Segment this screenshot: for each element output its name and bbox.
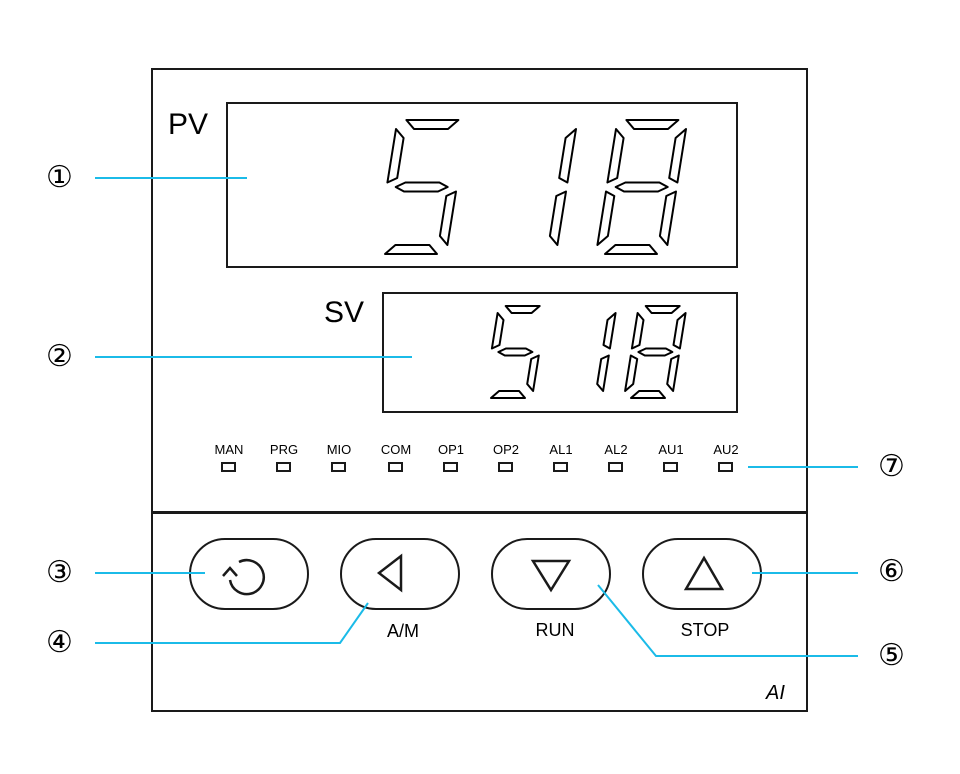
run-key-label: RUN (535, 620, 575, 640)
digit-2 (596, 312, 617, 392)
indicator-led-op2 (498, 462, 513, 472)
sv-digit-display (490, 305, 687, 399)
callout-2: ② (46, 339, 73, 374)
sv-label: SV (324, 296, 365, 329)
indicator-label-op2: OP2 (492, 442, 519, 457)
indicator-led-al2 (608, 462, 623, 472)
indicator-label-prg: PRG (269, 442, 299, 457)
panel-divider (151, 511, 808, 514)
digit-1 (384, 119, 460, 255)
digit-1 (490, 305, 541, 399)
controller-front-panel (151, 68, 808, 712)
indicator-label-au2: AU2 (713, 442, 739, 457)
digit-2 (548, 128, 577, 246)
indicator-led-mio (331, 462, 346, 472)
a-m-key-button[interactable] (340, 538, 460, 610)
indicator-led-au2 (718, 462, 733, 472)
callout-1: ① (46, 160, 73, 195)
indicator-led-al1 (553, 462, 568, 472)
indicator-label-mio: MIO (326, 442, 352, 457)
triangle-down-icon (530, 559, 572, 593)
triangle-left-icon (376, 553, 403, 593)
stop-key-label: STOP (680, 620, 730, 640)
callout-3: ③ (46, 555, 73, 590)
stop-key-button[interactable] (642, 538, 762, 610)
pv-digit-display (384, 119, 687, 255)
indicator-label-man: MAN (214, 442, 244, 457)
callout-6: ⑥ (878, 554, 905, 589)
run-key-button[interactable] (491, 538, 611, 610)
callout-line-5 (597, 584, 858, 657)
digit-3 (624, 305, 687, 399)
indicator-label-com: COM (380, 442, 412, 457)
callout-line-4 (95, 602, 369, 644)
indicator-label-op1: OP1 (437, 442, 464, 457)
callout-4: ④ (46, 625, 73, 660)
pv-label: PV (168, 108, 209, 141)
indicator-led-au1 (663, 462, 678, 472)
indicator-led-com (388, 462, 403, 472)
indicator-label-al1: AL1 (549, 442, 573, 457)
indicator-label-al2: AL2 (604, 442, 628, 457)
a-m-key-label: A/M (386, 621, 419, 641)
indicator-led-op1 (443, 462, 458, 472)
callout-7: ⑦ (878, 449, 905, 484)
indicator-led-prg (276, 462, 291, 472)
digit-3 (596, 119, 687, 255)
sv-display-window (382, 292, 738, 413)
triangle-up-icon (683, 555, 725, 591)
pv-display-window (226, 102, 738, 268)
brand-logo-text: AI (766, 682, 785, 704)
indicator-label-au1: AU1 (658, 442, 684, 457)
rotate-arrow-icon (222, 558, 265, 596)
indicator-led-man (221, 462, 236, 472)
callout-5: ⑤ (878, 638, 905, 673)
